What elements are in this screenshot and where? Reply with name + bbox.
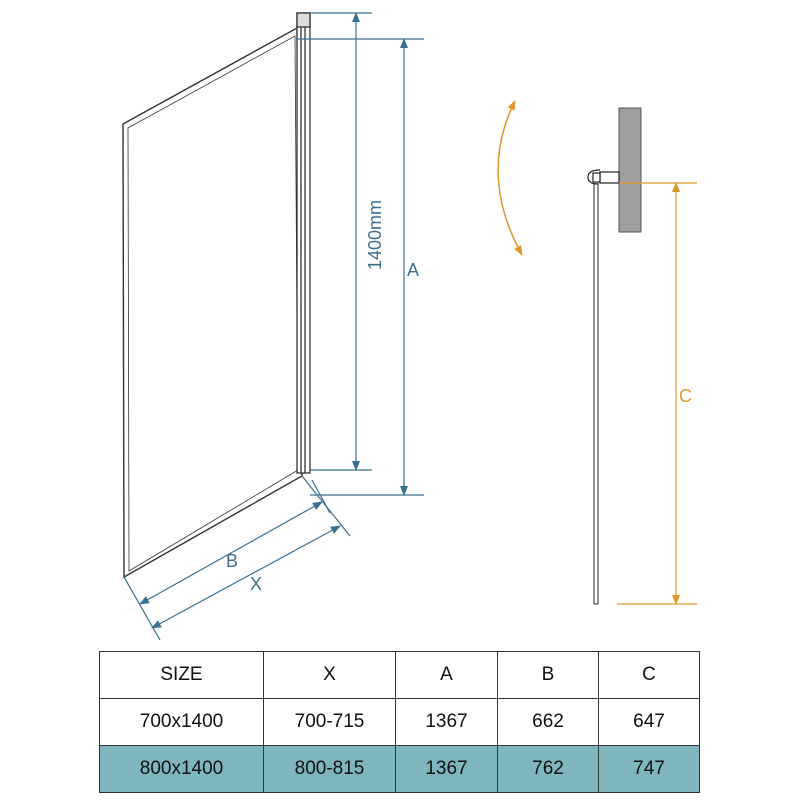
size-table: SIZE X A B C 700x1400 700-715 1367 662 6… — [99, 651, 700, 793]
cell-a: 1367 — [395, 745, 498, 793]
swing-arrow — [497, 100, 523, 256]
side-glass — [593, 183, 599, 605]
x-label: X — [250, 574, 262, 594]
c-dimension — [617, 182, 697, 605]
cell-size: 800x1400 — [99, 745, 264, 793]
header-x: X — [263, 651, 396, 699]
hinge-bracket — [587, 169, 620, 185]
cell-x: 800-815 — [263, 745, 396, 793]
a-label: A — [407, 260, 419, 280]
table-row: 800x1400 800-815 1367 762 747 — [99, 745, 700, 793]
height-label: 1400mm — [365, 200, 385, 270]
cell-b: 662 — [497, 698, 599, 746]
c-label: C — [679, 386, 692, 406]
shower-screen-diagram: 1400mm A B X C — [122, 11, 697, 640]
cell-x: 700-715 — [263, 698, 396, 746]
height-dimension — [310, 11, 372, 471]
table-row: 700x1400 700-715 1367 662 647 — [99, 698, 700, 746]
header-a: A — [395, 651, 498, 699]
glass-panel — [122, 26, 303, 579]
cell-b: 762 — [497, 745, 599, 793]
bx-dimension — [123, 475, 351, 640]
b-label: B — [226, 551, 238, 571]
cell-c: 747 — [598, 745, 700, 793]
cell-size: 700x1400 — [99, 698, 264, 746]
header-c: C — [598, 651, 700, 699]
cell-a: 1367 — [395, 698, 498, 746]
wall — [618, 107, 642, 233]
table-header-row: SIZE X A B C — [99, 651, 700, 699]
cell-c: 647 — [598, 698, 700, 746]
header-b: B — [497, 651, 599, 699]
header-size: SIZE — [99, 651, 264, 699]
wall-profile — [296, 12, 311, 474]
a-dimension — [296, 38, 424, 496]
